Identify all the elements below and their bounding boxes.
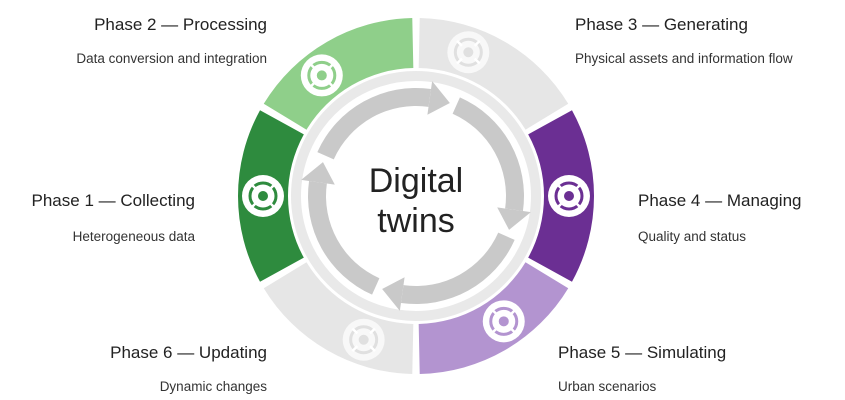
gear-cycle-icon — [548, 175, 590, 217]
cycle-arrow-head — [427, 81, 450, 115]
cycle-arrow-body — [317, 88, 432, 160]
gear-cycle-icon — [300, 54, 343, 97]
cycle-arrow-head — [301, 162, 335, 185]
phase-4-title: Phase 4 — Managing — [638, 191, 802, 210]
gear-cycle-icon — [447, 31, 490, 74]
phase-3-title: Phase 3 — Generating — [575, 15, 748, 34]
gear-cycle-icon — [482, 300, 525, 343]
phase-2-subtitle: Data conversion and integration — [76, 51, 267, 66]
cycle-arrow-head — [497, 207, 531, 230]
center-title-line-1: Digital — [369, 162, 463, 200]
phase-4-subtitle: Quality and status — [638, 229, 747, 244]
phase-3-subtitle: Physical assets and information flow — [575, 51, 793, 66]
phase-6-title: Phase 6 — Updating — [110, 343, 267, 362]
phase-5-subtitle: Urban scenarios — [558, 379, 657, 394]
phase-2-title: Phase 2 — Processing — [94, 15, 267, 34]
cycle-arrow-body — [400, 232, 515, 304]
cycle-arrow-head — [382, 277, 405, 311]
phase-5-title: Phase 5 — Simulating — [558, 343, 727, 362]
gear-cycle-icon — [242, 175, 284, 217]
center-title-line-2: twins — [377, 202, 454, 240]
phase-1-subtitle: Heterogeneous data — [72, 229, 195, 244]
phase-6-subtitle: Dynamic changes — [159, 379, 267, 394]
cycle-arrow-body — [452, 97, 524, 212]
cycle-arrow-body — [308, 180, 380, 295]
inner-ring — [291, 71, 541, 321]
phase-1-title: Phase 1 — Collecting — [31, 191, 195, 210]
gear-cycle-icon — [342, 318, 385, 361]
